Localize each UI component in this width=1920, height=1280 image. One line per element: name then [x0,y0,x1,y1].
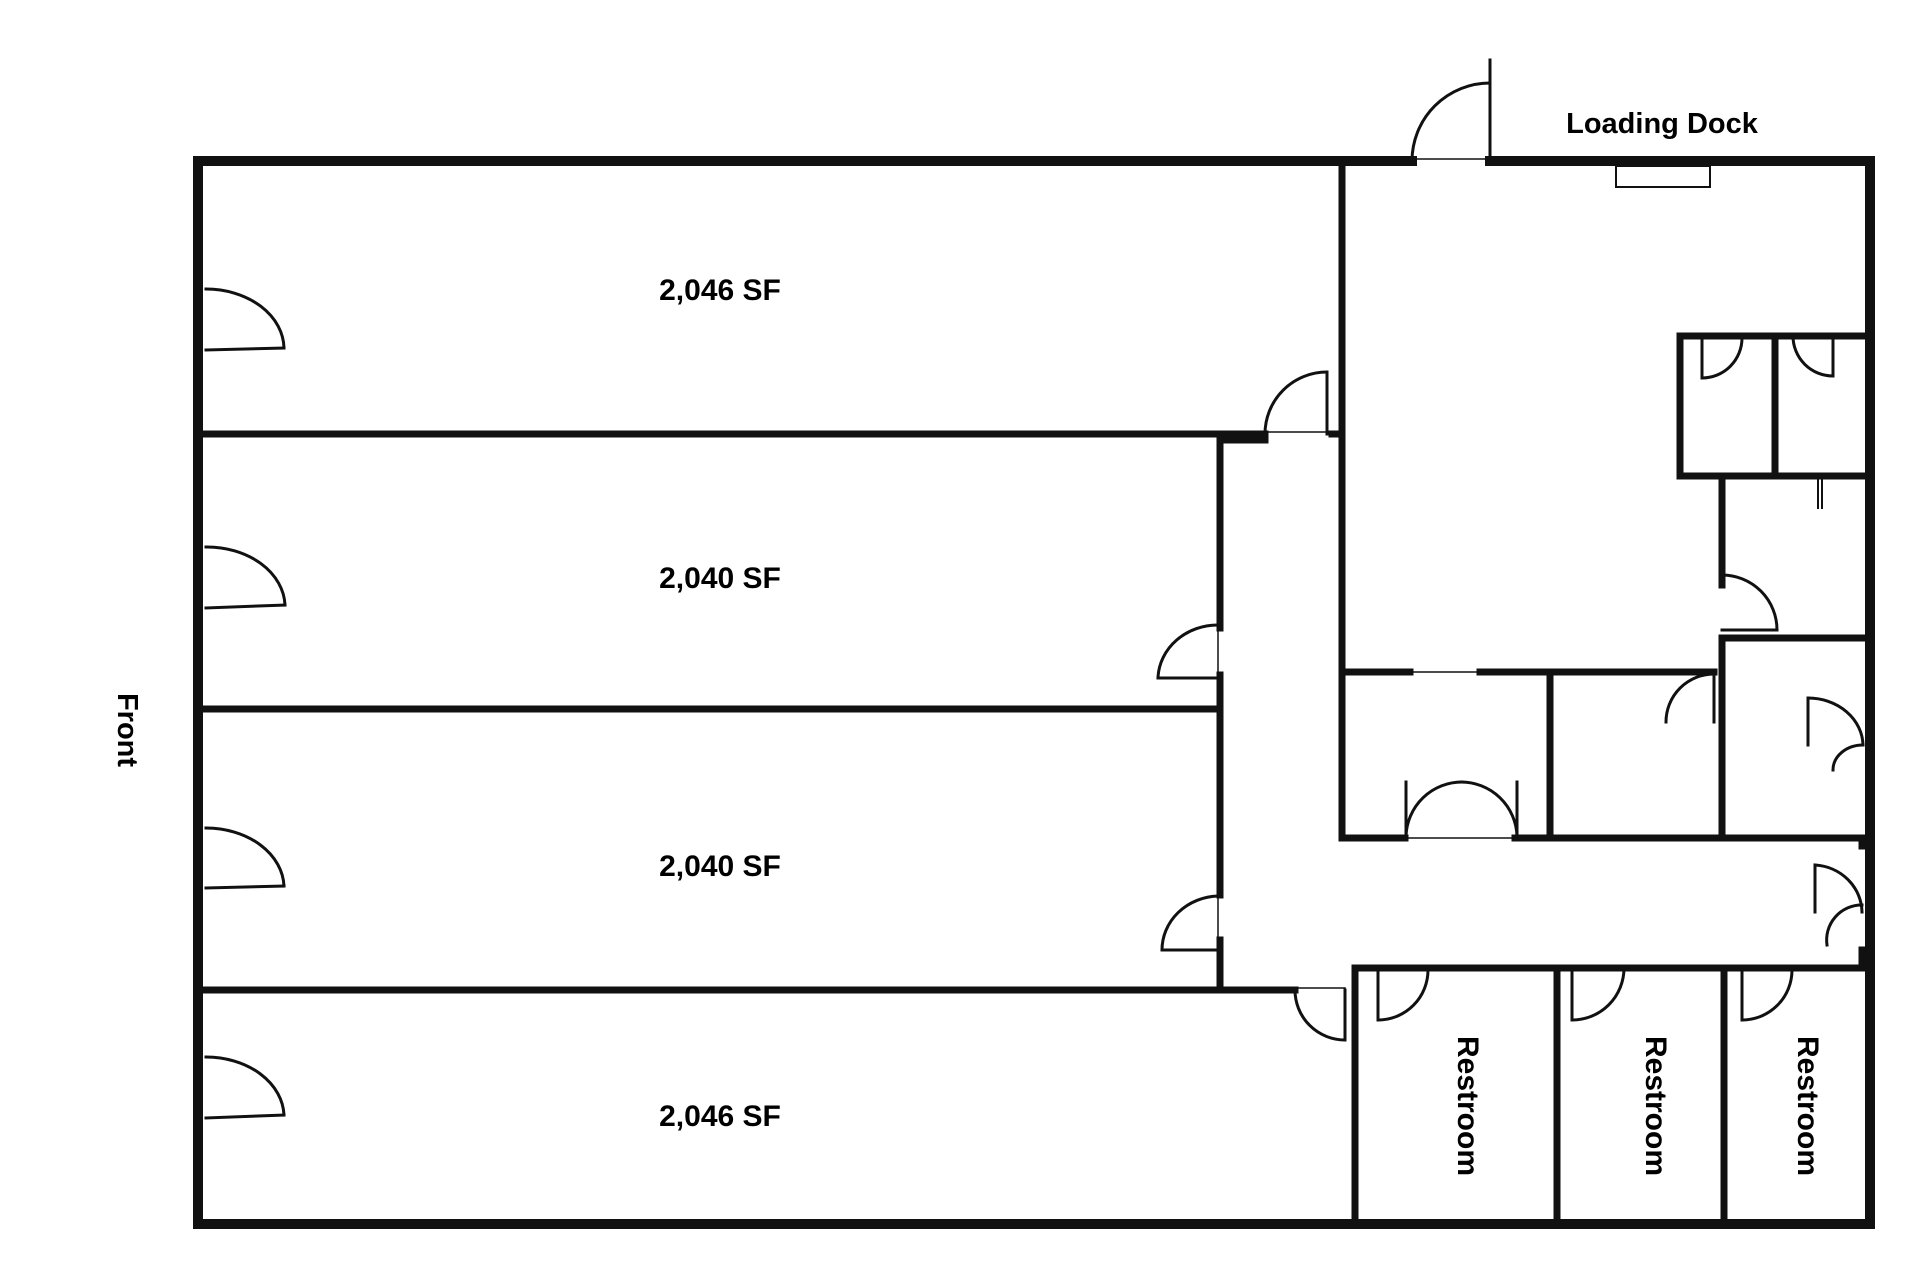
suite-3-area: 2,040 SF [659,850,781,883]
exterior-walls [193,156,1875,1229]
restroom-3-label: Restroom [1791,1036,1824,1176]
suite-1-area: 2,046 SF [659,274,781,307]
doors [204,58,1865,1120]
suite-4-area: 2,046 SF [659,1100,781,1133]
restroom-1-label: Restroom [1451,1036,1484,1176]
loading-dock-label: Loading Dock [1566,108,1759,140]
suite-2-area: 2,040 SF [659,562,781,595]
interior-walls [199,162,1874,1228]
front-label: Front [111,693,143,767]
restroom-2-label: Restroom [1639,1036,1672,1176]
